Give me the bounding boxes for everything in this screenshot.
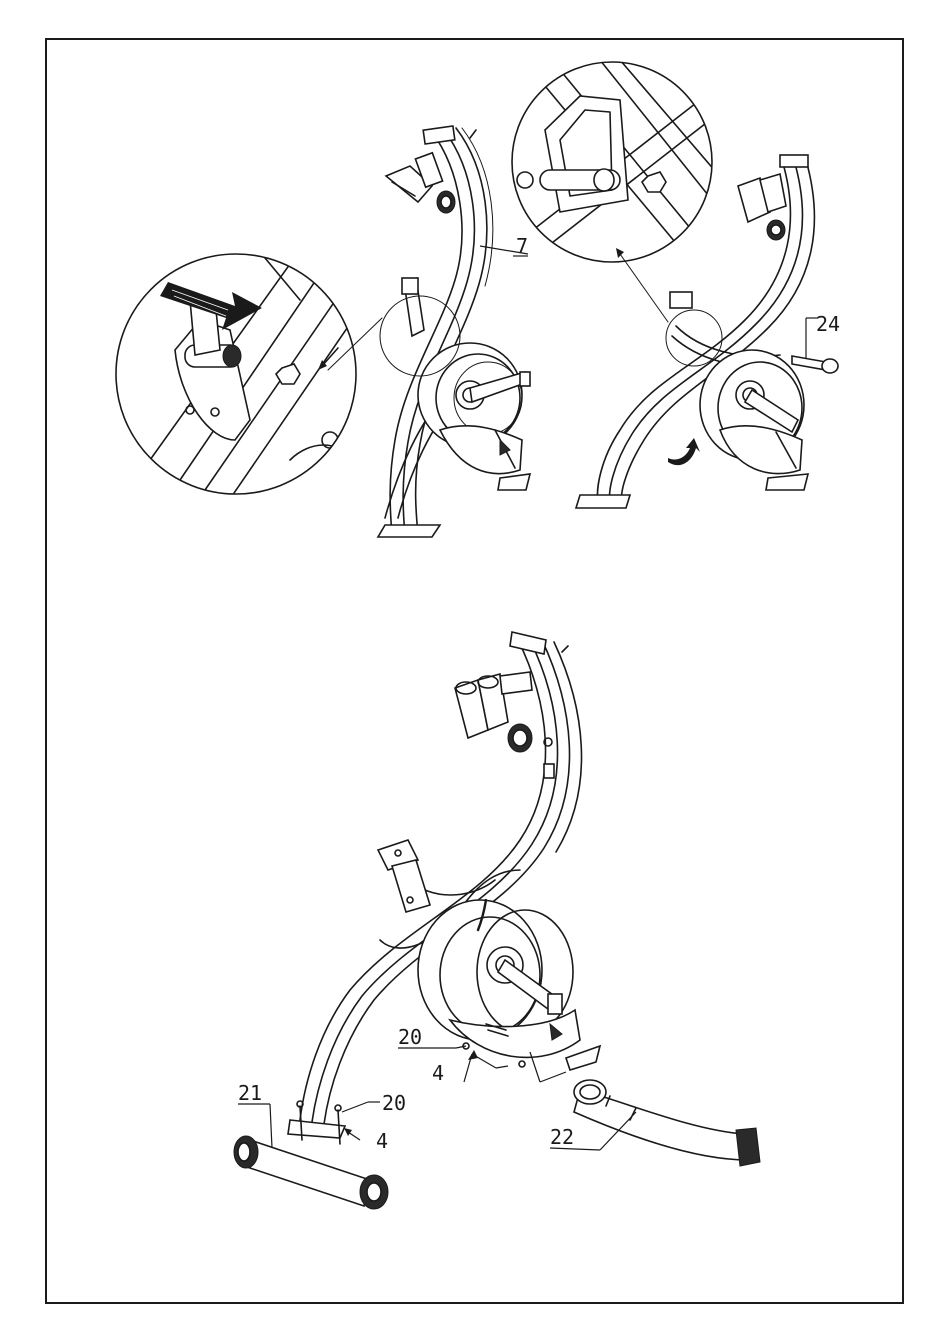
callout-22: 22 bbox=[550, 1125, 574, 1149]
callout-20-left: 20 bbox=[382, 1091, 406, 1115]
top-right-bike bbox=[576, 155, 838, 508]
callout-4-right: 4 bbox=[432, 1061, 444, 1085]
top-left-bike bbox=[378, 126, 530, 537]
callout-4-left: 4 bbox=[376, 1129, 388, 1153]
zoom-detail-right bbox=[512, 60, 740, 262]
callout-20-right: 20 bbox=[398, 1025, 422, 1049]
callout-7: 7 bbox=[516, 234, 528, 258]
bottom-bike bbox=[234, 632, 760, 1209]
callout-24: 24 bbox=[816, 312, 840, 336]
zoom-detail-left bbox=[116, 230, 380, 496]
callout-21: 21 bbox=[238, 1081, 262, 1105]
